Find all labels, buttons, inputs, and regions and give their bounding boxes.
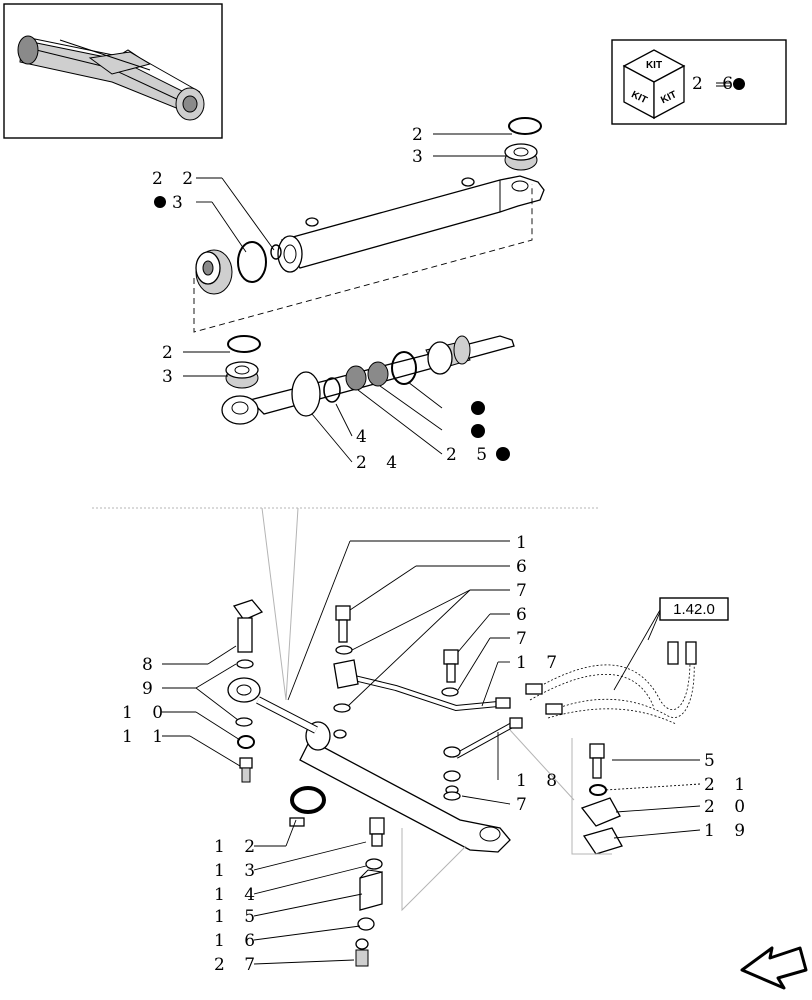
port-boss-icon bbox=[461, 177, 475, 187]
washer-7-mid[interactable] bbox=[333, 703, 351, 713]
bullet-icon-seal-a bbox=[471, 401, 485, 415]
label-2-mid: 2 bbox=[162, 343, 180, 363]
washer-7-a[interactable] bbox=[335, 645, 353, 655]
bolt-12-bottom[interactable] bbox=[369, 817, 385, 847]
bolt-6-a[interactable] bbox=[335, 605, 351, 643]
eye-hole-icon bbox=[511, 180, 529, 192]
label-11: 1 1 bbox=[122, 727, 170, 747]
label-2-top: 2 bbox=[412, 125, 430, 145]
lower-bush-3[interactable] bbox=[225, 361, 259, 389]
rod-oring-4[interactable] bbox=[323, 377, 341, 403]
label-7-c: 7 bbox=[516, 795, 534, 815]
label-27: 2 7 bbox=[214, 955, 262, 975]
label-3-mid: 3 bbox=[162, 367, 180, 387]
clip-11[interactable] bbox=[237, 735, 255, 749]
upper-small-oring-22[interactable] bbox=[270, 244, 282, 260]
bolt-5[interactable] bbox=[589, 743, 605, 779]
upper-gland-left[interactable] bbox=[195, 249, 233, 295]
label-7-b: 7 bbox=[516, 629, 534, 649]
kit-bullet-icon bbox=[733, 78, 745, 90]
label-5: 5 bbox=[704, 751, 722, 771]
upper-cylinder-barrel[interactable] bbox=[277, 175, 545, 273]
rod-gland[interactable] bbox=[425, 335, 471, 375]
upper-seal-ring-2-top[interactable] bbox=[508, 117, 542, 135]
clamp-plate-19[interactable] bbox=[582, 827, 623, 855]
assembly-dash-outline bbox=[193, 184, 533, 333]
hydraulic-pipe-17[interactable] bbox=[345, 673, 511, 712]
label-15: 1 5 bbox=[214, 907, 262, 927]
axle-thumbnail[interactable] bbox=[3, 3, 223, 139]
bullet-icon-seal-b bbox=[471, 424, 485, 438]
bolt-6-b[interactable] bbox=[441, 649, 459, 697]
upper-leader-lines bbox=[183, 133, 512, 463]
kit-cube-icon: KIT KIT KIT bbox=[622, 49, 686, 120]
upper-oring-left[interactable] bbox=[237, 241, 267, 283]
lower-seal-ring-2[interactable] bbox=[227, 335, 261, 353]
label-14: 1 4 bbox=[214, 885, 262, 905]
previous-page-arrow-icon[interactable] bbox=[740, 946, 808, 990]
spacer-16[interactable] bbox=[357, 917, 375, 931]
hydraulic-pipe-18[interactable] bbox=[454, 717, 523, 759]
label-4: 4 bbox=[356, 427, 374, 447]
hose-clamp-12[interactable] bbox=[289, 786, 326, 827]
bullet-icon-3 bbox=[154, 196, 166, 208]
label-6-a: 6 bbox=[516, 557, 534, 577]
bullet-icon-25 bbox=[496, 447, 510, 461]
assembled-cylinder[interactable] bbox=[227, 677, 511, 853]
ref-box-label: 1.42.0 bbox=[673, 601, 715, 618]
callout-bracket-right bbox=[571, 738, 612, 855]
lower-leader-lines bbox=[162, 540, 701, 965]
callout-wedge bbox=[261, 507, 299, 701]
label-25: 2 5 bbox=[446, 445, 494, 465]
label-3-top: 3 bbox=[412, 147, 430, 167]
label-8: 8 bbox=[142, 655, 160, 675]
kit-ref-number: 2 6 bbox=[692, 74, 740, 94]
bracket-15[interactable] bbox=[359, 869, 383, 911]
callout-wedge-bottom bbox=[401, 828, 467, 912]
grease-nipple-11[interactable] bbox=[239, 757, 253, 783]
label-16: 1 6 bbox=[214, 931, 262, 951]
label-18: 1 8 bbox=[516, 771, 564, 791]
kit-text-top: KIT bbox=[646, 60, 662, 71]
label-17: 1 7 bbox=[516, 653, 564, 673]
label-24: 2 4 bbox=[356, 453, 404, 473]
label-6-b: 6 bbox=[516, 605, 534, 625]
kit-box[interactable]: KIT KIT KIT 2 6 bbox=[611, 39, 787, 125]
ref-box-1-42-0[interactable]: 1.42.0 bbox=[613, 597, 729, 691]
rod-piston-seals[interactable] bbox=[345, 351, 417, 391]
label-21: 2 1 bbox=[704, 775, 752, 795]
label-1: 1 bbox=[516, 533, 534, 553]
bolt-8[interactable] bbox=[232, 599, 264, 669]
washer-21[interactable] bbox=[589, 784, 607, 796]
pipe-clamp-20[interactable] bbox=[580, 797, 621, 827]
label-12: 1 2 bbox=[214, 837, 262, 857]
label-22: 2 2 bbox=[152, 169, 200, 189]
label-7-a: 7 bbox=[516, 581, 534, 601]
port-boss-icon-2 bbox=[305, 217, 319, 227]
washer-13[interactable] bbox=[365, 858, 383, 870]
rod-locking-ring[interactable] bbox=[291, 371, 321, 417]
label-3-bullet: 3 bbox=[172, 193, 190, 213]
rod-eye bbox=[221, 395, 259, 425]
pipe-clip-17[interactable] bbox=[333, 659, 359, 689]
barrel-eye-hole bbox=[479, 826, 501, 842]
label-10: 1 0 bbox=[122, 703, 170, 723]
washer-10[interactable] bbox=[235, 717, 253, 727]
rod-end-eye bbox=[227, 677, 261, 703]
label-20: 2 0 bbox=[704, 797, 752, 817]
label-9: 9 bbox=[142, 679, 160, 699]
label-19: 1 9 bbox=[704, 821, 752, 841]
washers-7-right[interactable] bbox=[443, 746, 461, 801]
upper-bush-3-top[interactable] bbox=[504, 143, 538, 171]
axle-illustration bbox=[17, 35, 205, 121]
dotted-hoses bbox=[525, 641, 697, 725]
grease-nipple-27[interactable] bbox=[355, 938, 369, 967]
label-13: 1 3 bbox=[214, 861, 262, 881]
